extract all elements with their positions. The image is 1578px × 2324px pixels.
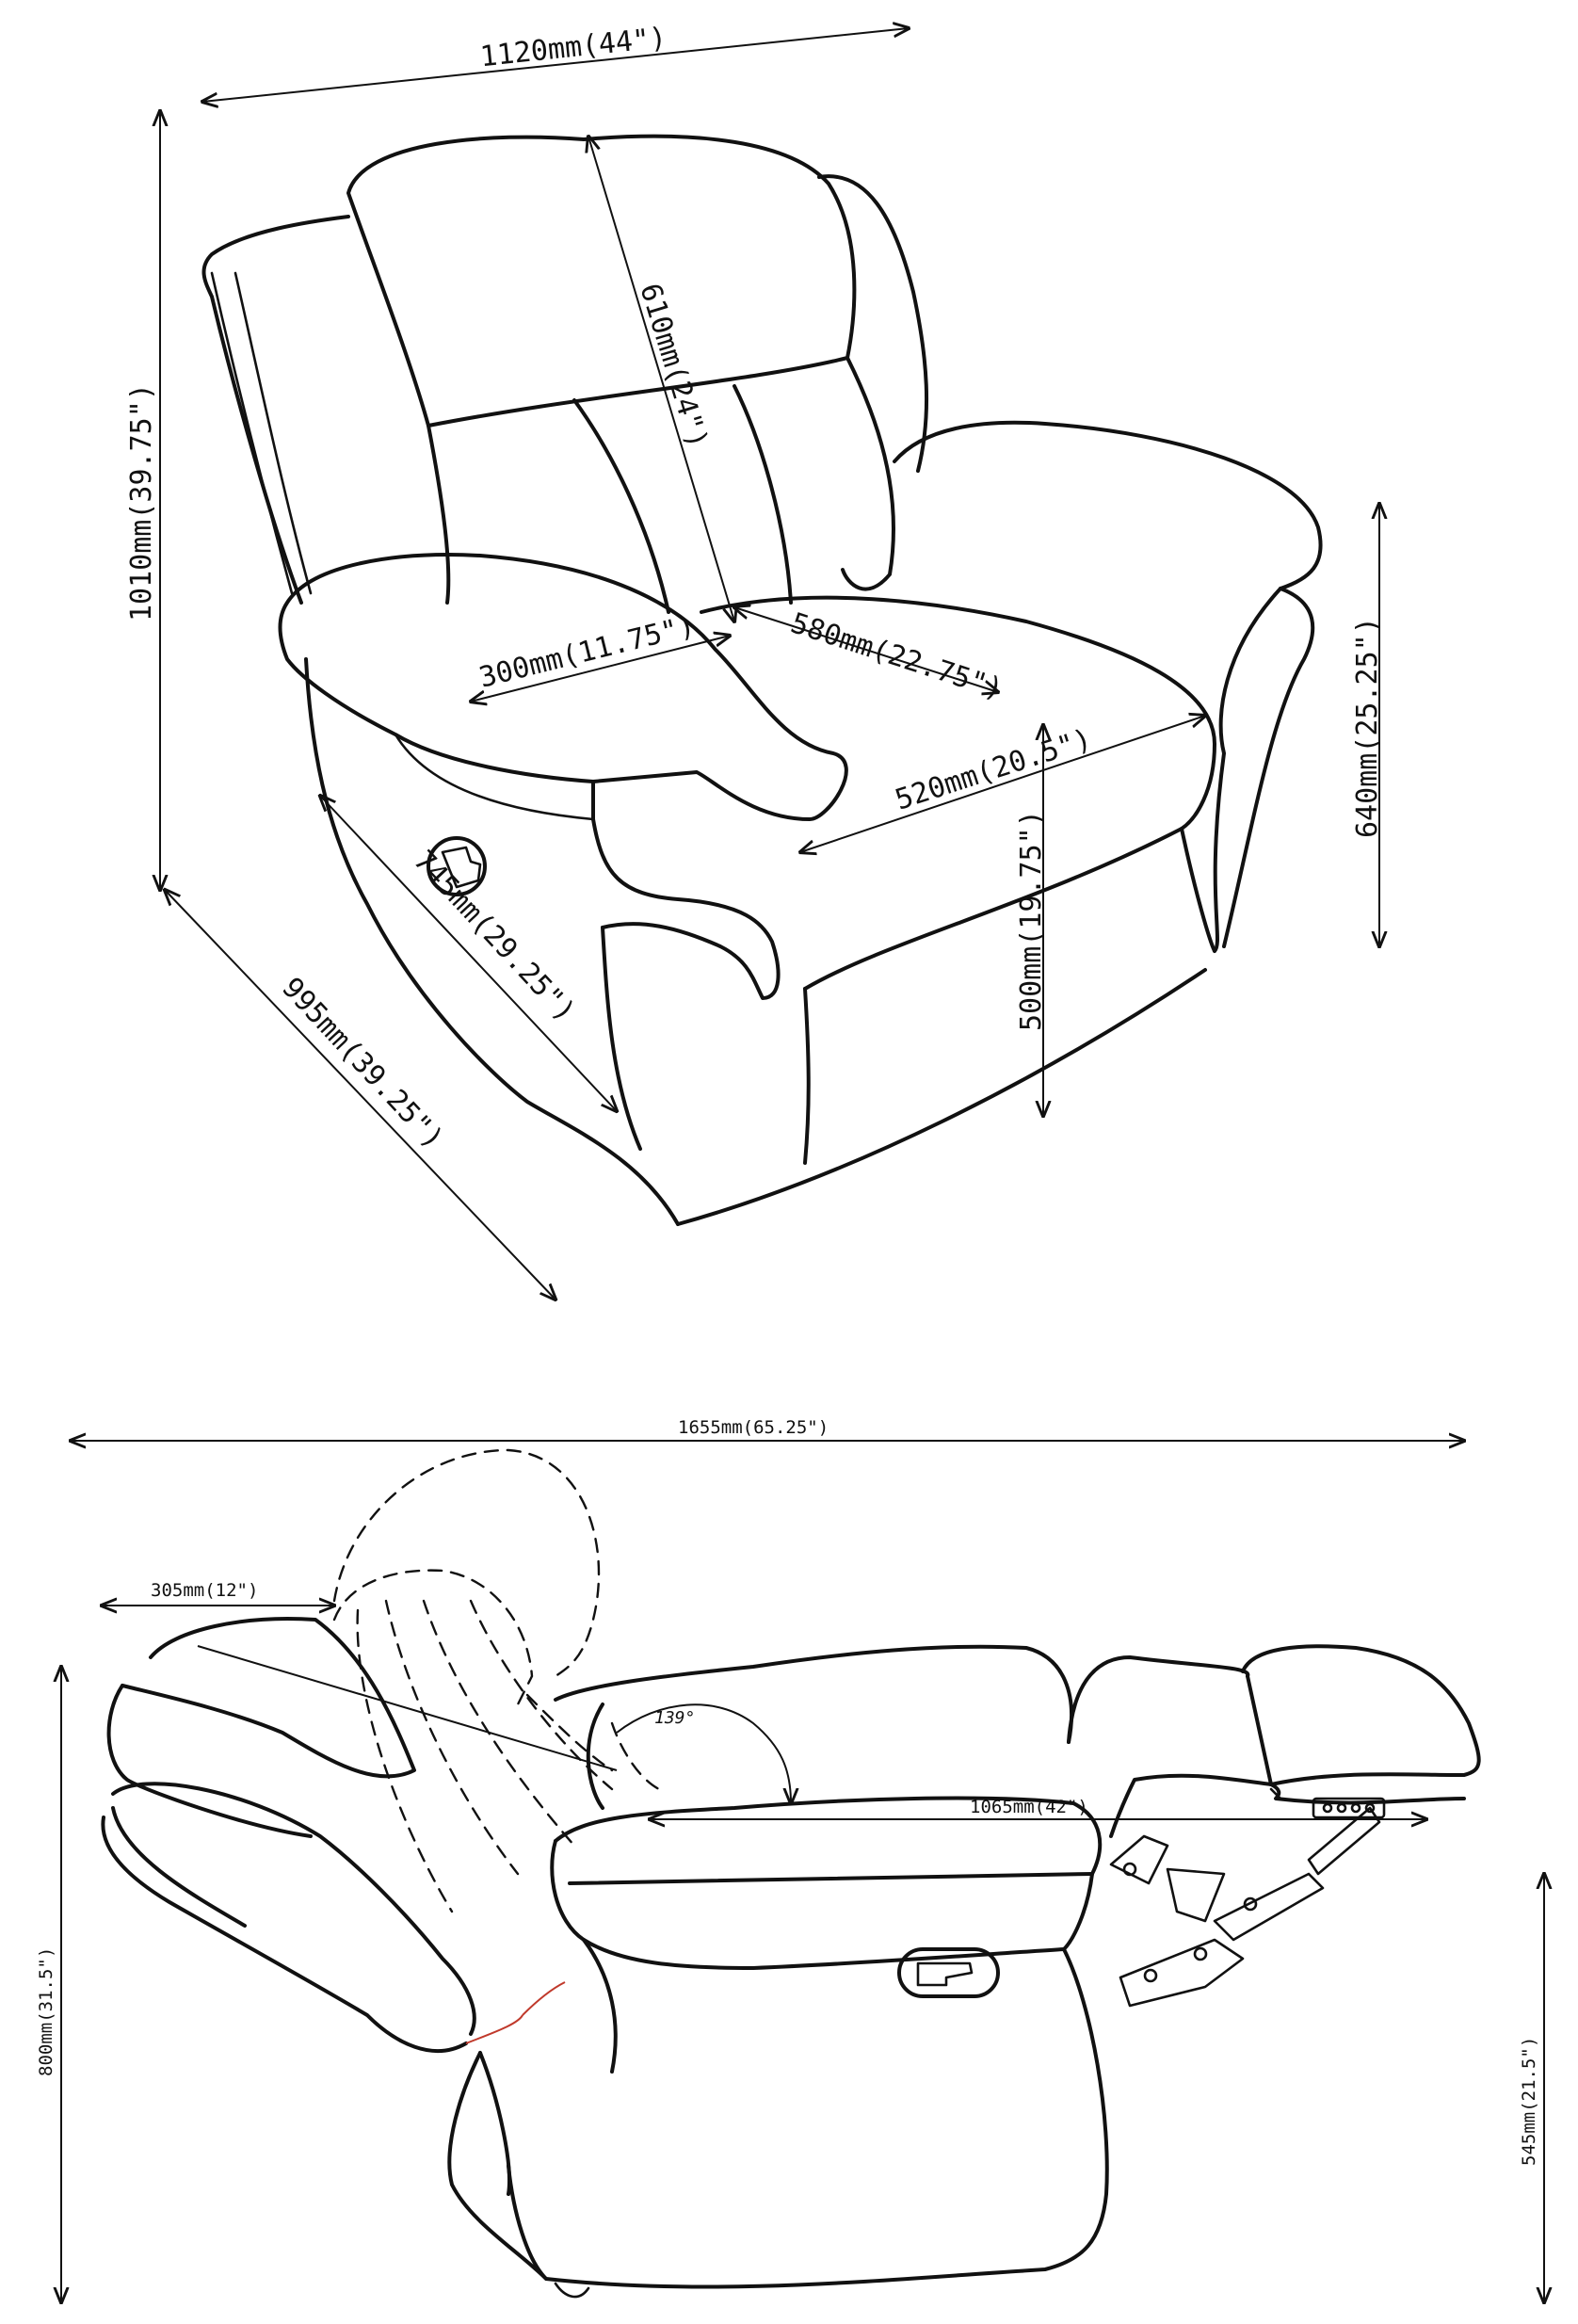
label-side-depth: 745mm(29.25") xyxy=(407,845,582,1029)
label-height: 1010mm(39.75") xyxy=(125,383,158,621)
top-view-dimensions: 1120mm(44") 1010mm(39.75") 610mm(24") 30… xyxy=(125,22,1384,1299)
dim-line-seat-width xyxy=(800,716,1205,852)
dim-line-width xyxy=(202,28,909,102)
label-width: 1120mm(44") xyxy=(478,22,668,74)
recline-angle-arc xyxy=(616,1703,791,1803)
label-seat-width: 520mm(20.5") xyxy=(892,722,1096,816)
dim-line-arm-width xyxy=(471,636,730,702)
label-wall-clearance: 305mm(12") xyxy=(151,1580,258,1601)
reference-line xyxy=(197,1645,618,1771)
label-seat-to-footrest: 1065mm(42") xyxy=(970,1797,1088,1817)
recliner-side-view-drawing xyxy=(101,1448,1481,2299)
side-view-dimensions: 1655mm(65.25") 305mm(12") 800mm(31.5") 1… xyxy=(36,1417,1544,2302)
label-side-arm-height: 545mm(21.5") xyxy=(1519,2037,1539,2166)
label-seat-height: 500mm(19.75") xyxy=(1015,810,1048,1031)
label-recline-angle: 139° xyxy=(654,1708,695,1728)
label-arm-height: 640mm(25.25") xyxy=(1351,617,1384,838)
label-side-height: 800mm(31.5") xyxy=(36,1947,56,2076)
dim-line-seat-depth-top xyxy=(734,607,998,692)
label-reclined-length: 1655mm(65.25") xyxy=(678,1417,829,1438)
dim-line-depth xyxy=(165,890,556,1299)
label-back-height: 610mm(24") xyxy=(633,280,714,452)
dim-line-back-height xyxy=(588,137,734,621)
label-depth: 995mm(39.25") xyxy=(275,972,450,1156)
label-seat-depth-top: 580mm(22.75") xyxy=(787,606,1007,706)
